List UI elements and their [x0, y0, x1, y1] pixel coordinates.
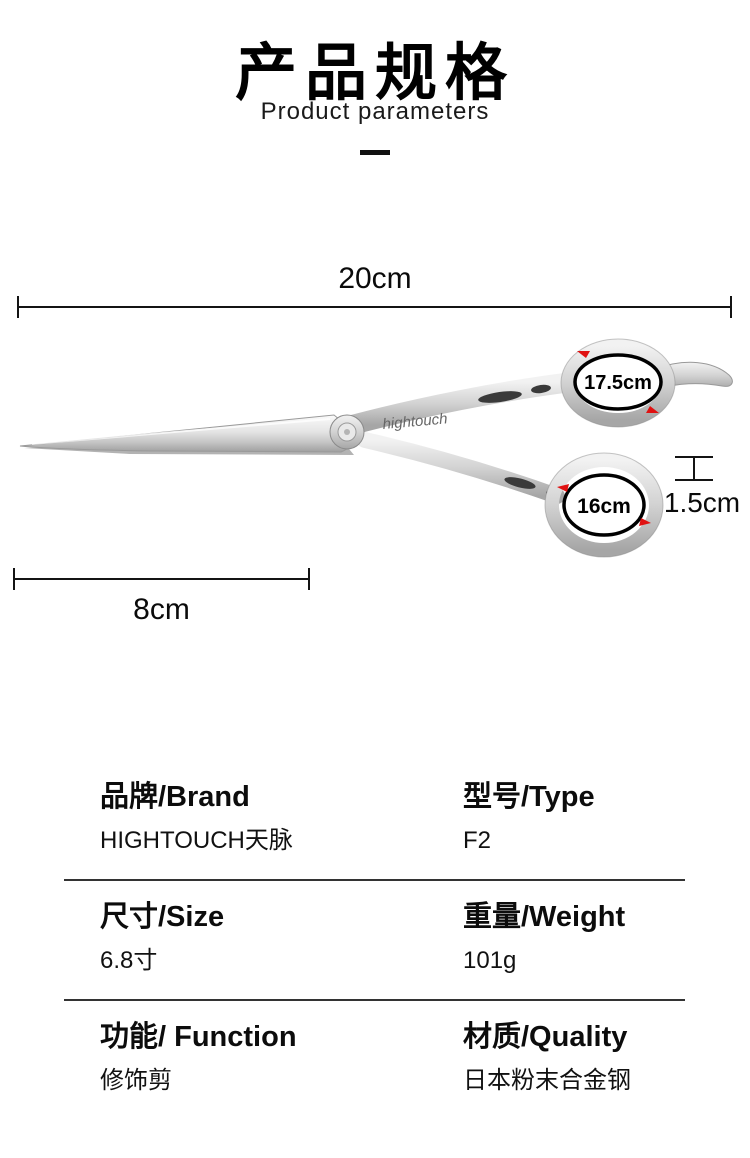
- function-value: 修饰剪: [100, 1067, 172, 1094]
- blade-highlight: [31, 418, 331, 445]
- upper-shank-slot: [478, 391, 522, 403]
- handle-gap-line: [693, 456, 695, 481]
- overall-length-label: 20cm: [338, 262, 412, 295]
- spec-cell-size: 尺寸/Size 6.8寸: [100, 898, 224, 976]
- blade-length-tick-left: [13, 568, 15, 590]
- function-label: 功能/ Function: [100, 1021, 297, 1053]
- spec-cell-quality: 材质/Quality 日本粉末合金钢: [463, 1018, 631, 1096]
- lower-ring-measurement: 16cm: [557, 473, 651, 537]
- spec-cell-type: 型号/Type F2: [463, 778, 595, 856]
- spec-row-function-quality: 功能/ Function 修饰剪 材质/Quality 日本粉末合金钢: [0, 1018, 750, 1118]
- page-subtitle: Product parameters: [260, 98, 490, 125]
- quality-label: 材质/Quality: [463, 1021, 628, 1053]
- spec-cell-weight: 重量/Weight 101g: [463, 898, 625, 976]
- red-arrow-icon: [577, 351, 590, 358]
- brand-label: 品牌/Brand: [100, 781, 250, 813]
- size-value: 6.8寸: [100, 947, 158, 974]
- type-value: F2: [463, 827, 492, 854]
- blade-length-label: 8cm: [133, 593, 190, 626]
- overall-length-tick-right: [730, 296, 732, 318]
- spec-cell-function: 功能/ Function 修饰剪: [100, 1018, 297, 1096]
- quality-value: 日本粉末合金钢: [463, 1067, 631, 1094]
- size-label: 尺寸/Size: [100, 901, 225, 933]
- table-divider-1: [64, 879, 685, 881]
- blade-length-line: [13, 578, 310, 580]
- weight-value: 101g: [463, 947, 517, 974]
- overall-length-tick-left: [17, 296, 19, 318]
- upper-ring-size-label: 17.5cm: [584, 372, 652, 394]
- spec-cell-brand: 品牌/Brand HIGHTOUCH天脉: [100, 778, 293, 856]
- handle-gap-label: 1.5cm: [663, 487, 741, 518]
- spec-row-size-weight: 尺寸/Size 6.8寸 重量/Weight 101g: [0, 898, 750, 998]
- spec-row-brand-type: 品牌/Brand HIGHTOUCH天脉 型号/Type F2: [0, 778, 750, 878]
- blade-length-tick-right: [308, 568, 310, 590]
- lower-ring-edge: [544, 452, 664, 558]
- red-arrow-icon: [646, 406, 659, 413]
- overall-length-line: [17, 306, 732, 308]
- page-title: 产品规格: [234, 39, 515, 108]
- blade-engraving-text: hightouch: [382, 410, 448, 433]
- brand-value: HIGHTOUCH天脉: [100, 827, 293, 854]
- red-arrow-icon: [557, 484, 569, 492]
- weight-label: 重量/Weight: [463, 901, 626, 933]
- upper-shank-slot-2: [531, 384, 551, 394]
- upper-ring-edge: [560, 338, 676, 428]
- title-divider-dash: [360, 150, 390, 155]
- red-arrow-icon: [639, 518, 651, 526]
- upper-finger-ring: [561, 339, 675, 427]
- lower-finger-ring: [545, 453, 663, 557]
- upper-ring-measurement: 17.5cm: [573, 351, 663, 413]
- type-label: 型号/Type: [463, 781, 595, 813]
- scissors-product-image: hightouch 17.5cm 16cm: [19, 338, 733, 558]
- lower-shank-slot: [504, 477, 536, 489]
- lower-ring-size-label: 16cm: [577, 495, 631, 518]
- pivot-screw: [329, 414, 365, 450]
- table-divider-2: [64, 999, 685, 1001]
